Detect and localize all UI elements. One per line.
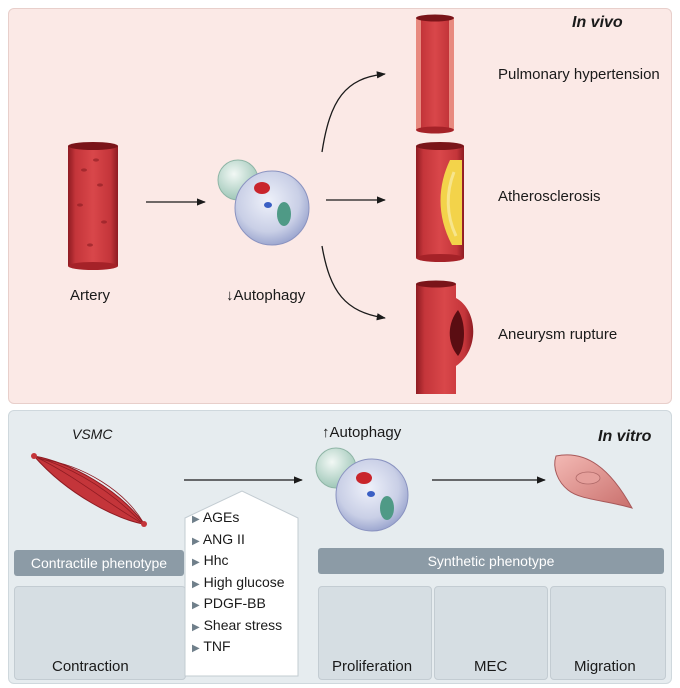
migration-box [550, 586, 666, 680]
outcome-pulmonary-hypertension: Pulmonary hypertension [498, 66, 660, 83]
proliferation-label: Proliferation [332, 658, 413, 675]
stimulus-item: ▶ ANG II [192, 530, 245, 547]
in-vitro-title: In vitro [598, 428, 652, 445]
stimulus-item: ▶ TNF [192, 638, 231, 654]
synthetic-phenotype-bar: Synthetic phenotype [318, 548, 664, 574]
artery-label: Artery [70, 287, 111, 304]
contraction-box [14, 586, 186, 680]
artery-illustration [68, 142, 118, 270]
atherosclerosis-vessel [416, 142, 464, 262]
aneurysm-vessel [416, 280, 474, 394]
stimulus-item: ▶ PDGF-BB [192, 595, 266, 611]
stimulus-item: ▶ Shear stress [192, 616, 283, 633]
synthetic-smc-illustration [554, 454, 634, 509]
vsmc-illustration [31, 453, 147, 527]
stimuli-list: ▶ AGEs ▶ ANG II ▶ Hhc ▶ High glucose ▶ P… [192, 508, 285, 659]
mec-label: MEC [474, 658, 508, 675]
contraction-label: Contraction [52, 658, 129, 675]
pulmonary-hypertension-vessel [416, 14, 454, 134]
stimulus-item: ▶ AGEs [192, 509, 240, 525]
contractile-phenotype-bar: Contractile phenotype [14, 550, 184, 576]
in-vivo-panel [8, 8, 672, 404]
in-vivo-arrows [146, 71, 386, 321]
up-arrow-icon: ↑ [322, 424, 330, 441]
mec-box [434, 586, 548, 680]
outcome-atherosclerosis: Atherosclerosis [498, 188, 601, 205]
outcome-aneurysm-rupture: Aneurysm rupture [498, 326, 618, 343]
stimulus-item: ▶ Hhc [192, 552, 229, 568]
down-arrow-icon: ↓ [226, 287, 234, 304]
autophagy-down-label: ↓Autophagy [226, 287, 306, 304]
vsmc-label: VSMC [72, 426, 113, 442]
proliferation-box [318, 586, 432, 680]
stimulus-item: ▶ High glucose [192, 573, 285, 590]
autophagy-up-label: ↑Autophagy [322, 424, 402, 441]
cell-high-autophagy [315, 447, 409, 532]
migration-label: Migration [574, 658, 636, 675]
in-vivo-title: In vivo [572, 14, 623, 31]
cell-low-autophagy [217, 159, 310, 246]
